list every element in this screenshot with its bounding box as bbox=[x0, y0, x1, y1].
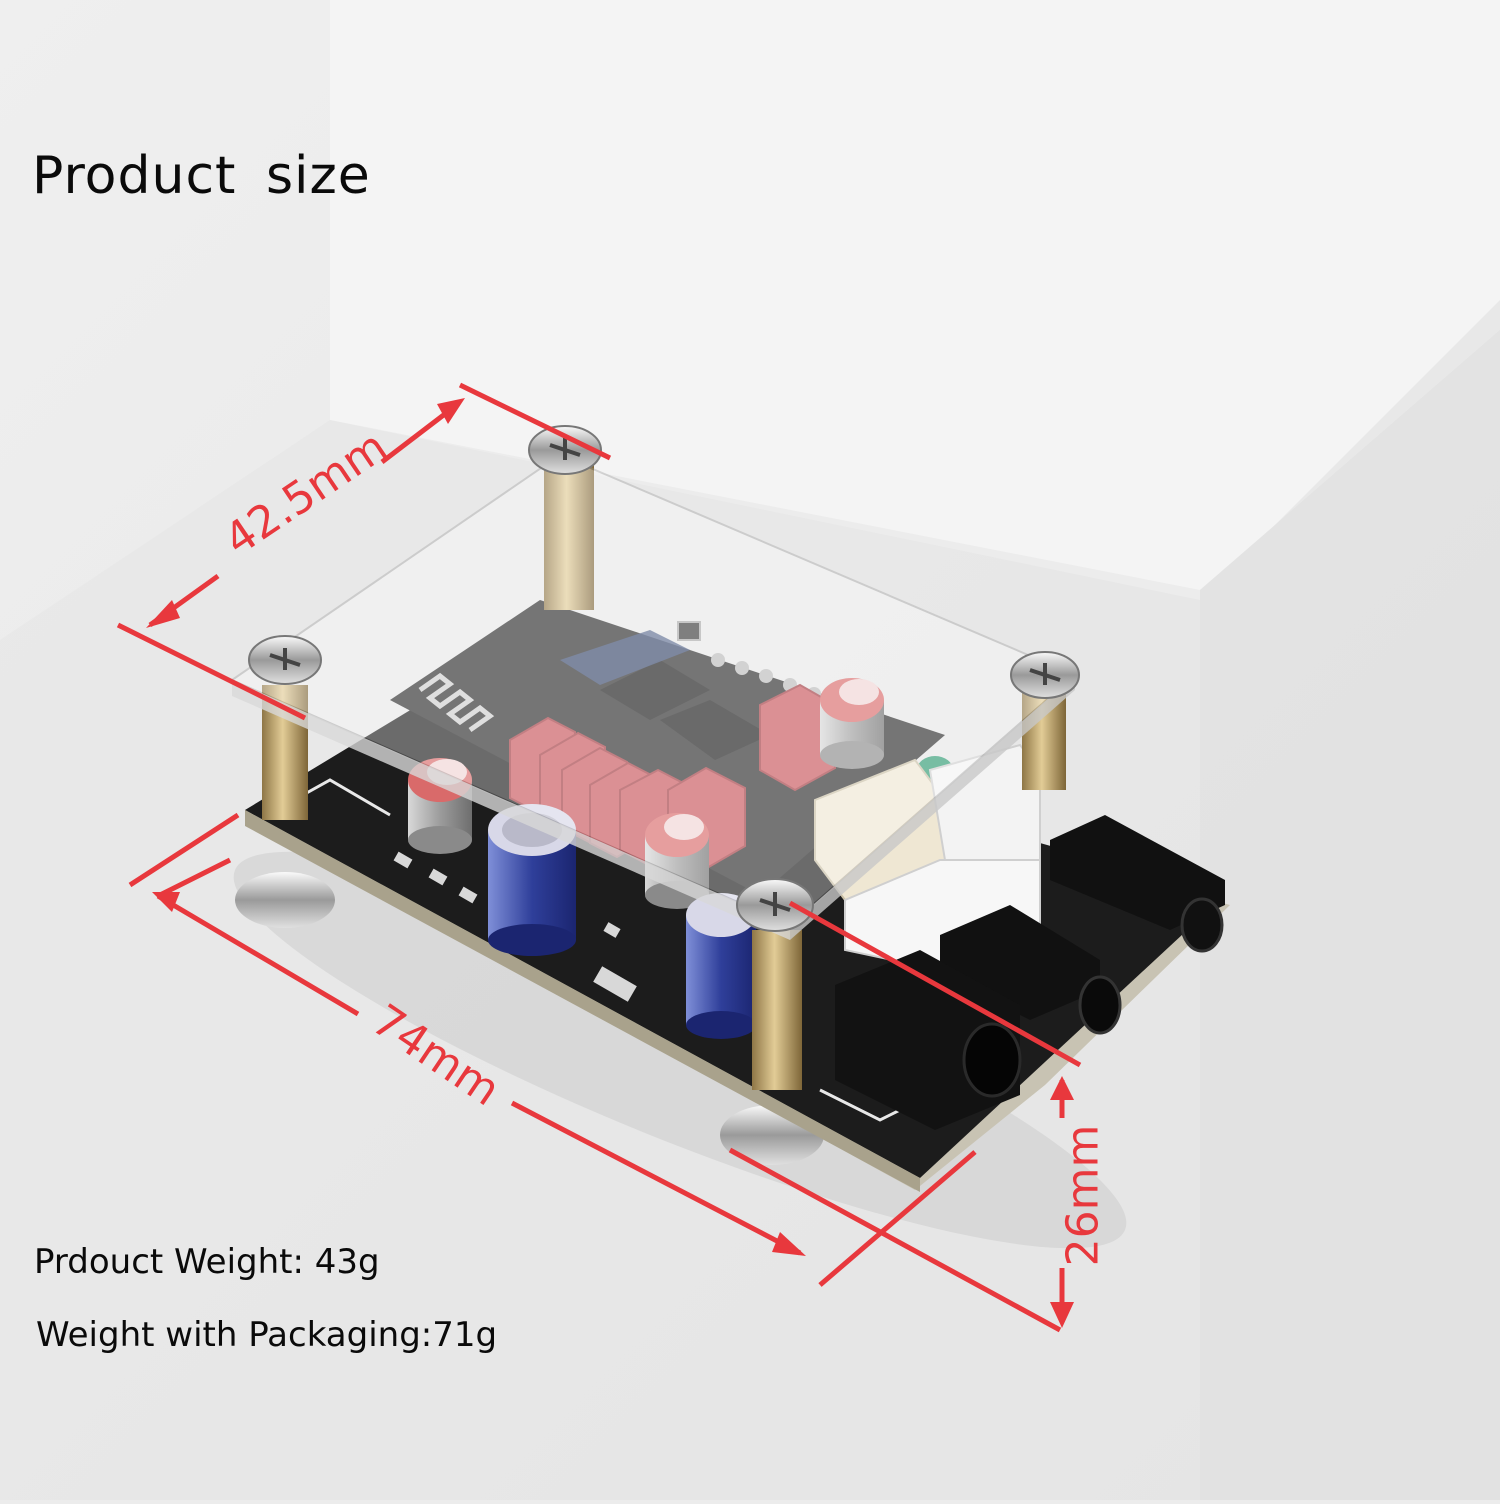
package-weight-text: Weight with Packaging:71g bbox=[36, 1315, 498, 1355]
smd-components bbox=[393, 851, 637, 1002]
product-weight-text: Prdouct Weight: 43g bbox=[34, 1242, 380, 1282]
dc-power-jack-icon bbox=[835, 950, 1022, 1130]
page-title: Product size bbox=[32, 146, 371, 206]
bluetooth-module bbox=[390, 600, 945, 895]
screw-heads bbox=[248, 425, 1080, 932]
dimension-lines bbox=[116, 382, 1082, 1333]
acrylic-cover bbox=[229, 453, 1077, 940]
dimension-height-label: 26mm bbox=[1057, 1124, 1109, 1267]
bluetooth-antenna-icon bbox=[418, 672, 495, 733]
